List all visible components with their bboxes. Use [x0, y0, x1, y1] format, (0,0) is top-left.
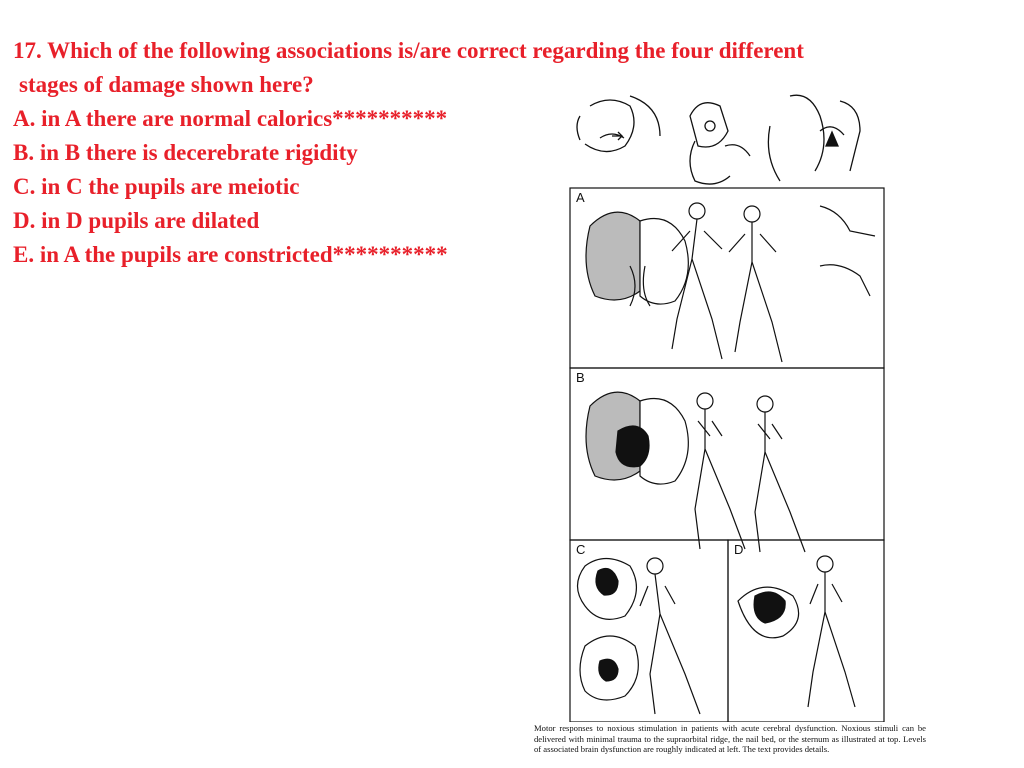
- question-stem: 17. Which of the following associations …: [13, 34, 1013, 68]
- panel-b-label: B: [576, 370, 585, 385]
- question-stem-cont: stages of damage shown here?: [13, 68, 1013, 102]
- option-c: C. in C the pupils are meiotic: [13, 174, 300, 199]
- figure-caption: Motor responses to noxious stimulation i…: [534, 723, 926, 754]
- stimulation-sketches: [576, 94, 861, 185]
- question-line-2: stages of damage shown here?: [19, 72, 314, 97]
- panel-a-figures: [671, 202, 876, 363]
- panel-d-figure: [807, 555, 856, 708]
- panel-c-figure: [639, 557, 701, 715]
- figure-illustration: A B C D: [569, 94, 885, 722]
- option-a: A. in A there are normal calorics*******…: [13, 106, 448, 131]
- panel-b-brain: [585, 391, 689, 485]
- question-line-1: 17. Which of the following associations …: [13, 38, 804, 63]
- option-b: B. in B there is decerebrate rigidity: [13, 140, 358, 165]
- option-e: E. in A the pupils are constricted******…: [13, 242, 448, 267]
- panel-d-frame: [727, 539, 885, 722]
- answer-options: A. in A there are normal calorics*******…: [13, 102, 533, 272]
- panel-a-brain: [585, 211, 689, 307]
- panel-frames: [569, 187, 885, 722]
- panel-d-label: D: [734, 542, 743, 557]
- motor-response-figure: A B C D: [520, 86, 930, 762]
- panel-a-label: A: [576, 190, 585, 205]
- option-d: D. in D pupils are dilated: [13, 208, 260, 233]
- panel-b-figures: [694, 392, 806, 553]
- panel-c-brainstem: [576, 557, 639, 701]
- panel-d-brainstem: [737, 586, 800, 639]
- panel-c-label: C: [576, 542, 585, 557]
